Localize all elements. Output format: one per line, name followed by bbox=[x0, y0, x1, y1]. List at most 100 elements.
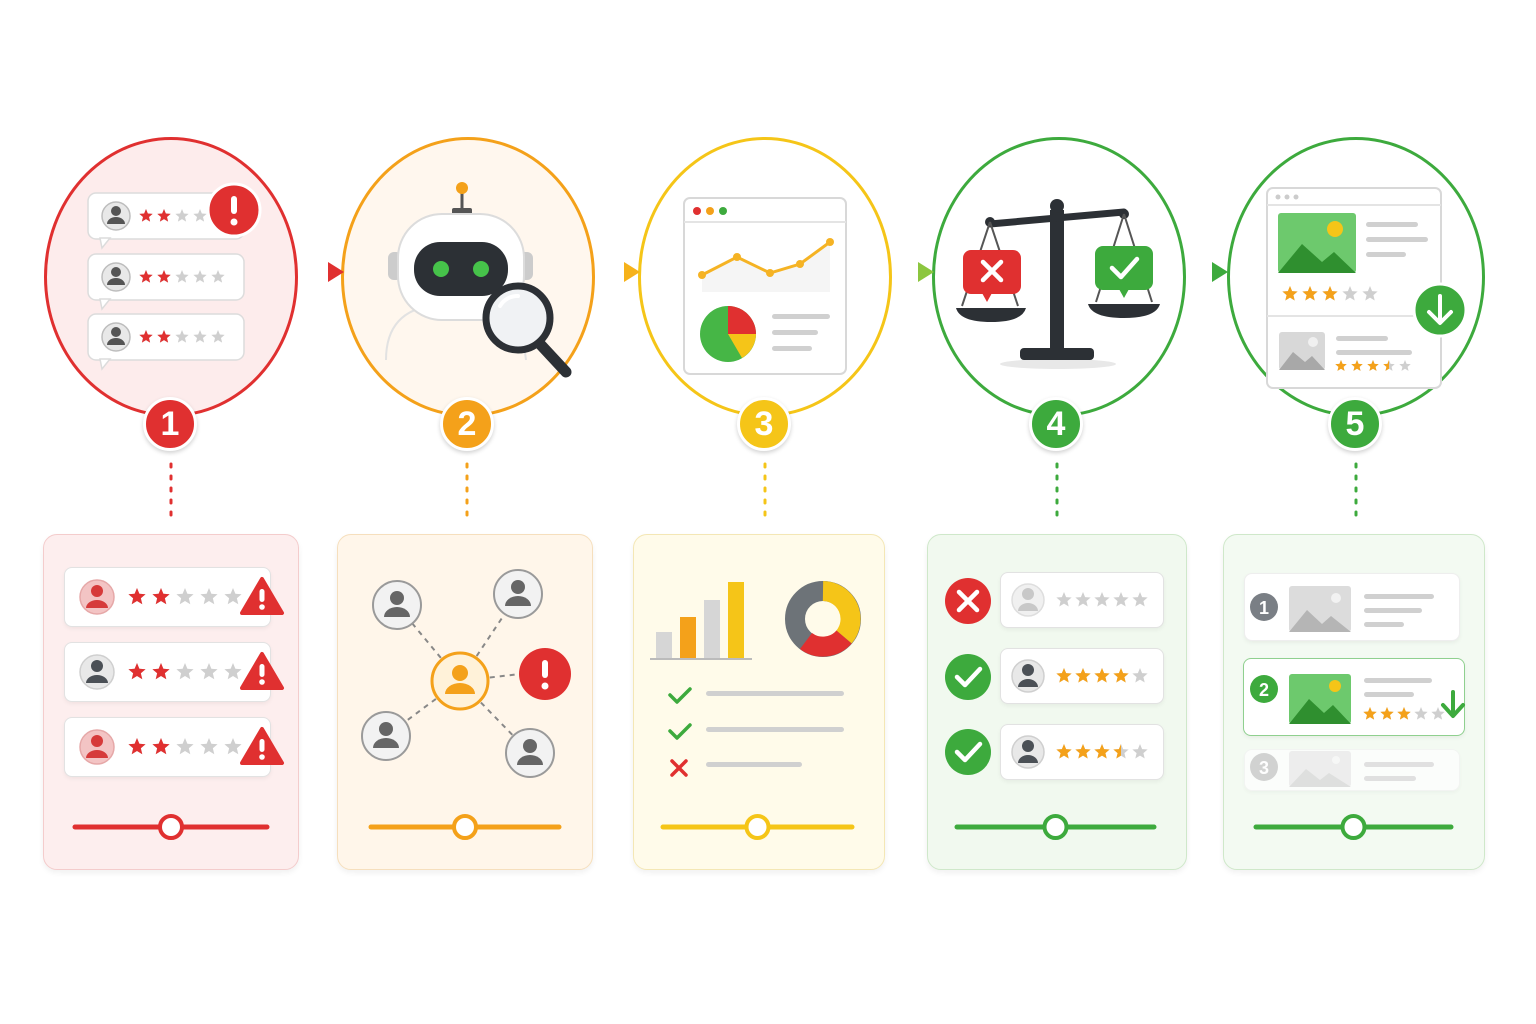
panel5-content: 1 2 bbox=[1250, 586, 1465, 787]
star-filled bbox=[1056, 744, 1072, 759]
star-filled bbox=[1351, 360, 1363, 371]
cross-icon bbox=[670, 759, 688, 777]
slider-thumb[interactable] bbox=[744, 814, 771, 840]
star-empty bbox=[1094, 592, 1110, 607]
donut-chart-icon bbox=[785, 581, 861, 657]
star-empty bbox=[1113, 592, 1129, 607]
ranked-listing-window bbox=[1266, 187, 1468, 389]
arrow-1-2 bbox=[298, 262, 344, 282]
star-filled bbox=[152, 738, 170, 755]
star-filled bbox=[1094, 668, 1110, 683]
star-filled bbox=[157, 209, 171, 222]
star-filled bbox=[1383, 360, 1389, 371]
image-icon bbox=[1289, 751, 1351, 787]
bar-chart-icon bbox=[650, 582, 752, 660]
star-filled bbox=[1363, 707, 1377, 720]
image-icon bbox=[1279, 332, 1325, 370]
rank-badge-2: 2 bbox=[1250, 675, 1278, 703]
panel5-rank-card bbox=[1244, 749, 1460, 791]
user-icon bbox=[361, 711, 411, 761]
user-icon bbox=[101, 262, 131, 292]
star-empty bbox=[175, 330, 189, 343]
star-empty bbox=[1132, 668, 1148, 683]
check-icon bbox=[668, 687, 692, 704]
star-filled bbox=[1094, 744, 1110, 759]
slider-thumb[interactable] bbox=[158, 814, 184, 840]
step-2-badge: 2 bbox=[440, 397, 494, 451]
image-icon bbox=[1289, 586, 1351, 632]
step-1-badge: 1 bbox=[143, 397, 197, 451]
star-filled bbox=[157, 270, 171, 283]
star-filled bbox=[1322, 286, 1338, 301]
panel-sliders bbox=[72, 814, 1454, 840]
star-filled bbox=[139, 270, 153, 283]
panel5-rank-card bbox=[1244, 573, 1460, 641]
user-icon bbox=[101, 201, 131, 231]
alert-icon bbox=[519, 648, 571, 700]
star-filled bbox=[1113, 668, 1129, 683]
dotted-connectors bbox=[169, 462, 1358, 526]
star-empty bbox=[1075, 592, 1091, 607]
star-filled bbox=[128, 738, 146, 755]
image-icon bbox=[1289, 674, 1351, 724]
star-filled bbox=[1335, 360, 1347, 371]
slider-thumb[interactable] bbox=[452, 814, 478, 840]
star-empty bbox=[176, 738, 194, 755]
star-empty bbox=[1132, 744, 1148, 759]
user-icon bbox=[79, 729, 115, 765]
step-5-badge: 5 bbox=[1328, 397, 1382, 451]
star-empty bbox=[1362, 286, 1378, 301]
pie-chart-icon bbox=[700, 306, 756, 362]
circle5-star-ratings bbox=[1282, 286, 1411, 371]
user-icon bbox=[1011, 583, 1045, 617]
star-filled bbox=[1282, 286, 1298, 301]
star-filled bbox=[152, 663, 170, 680]
image-icon bbox=[1278, 213, 1356, 273]
slider-thumb[interactable] bbox=[1042, 814, 1069, 840]
panel5-star-rating bbox=[1363, 707, 1445, 720]
star-filled bbox=[1397, 707, 1411, 720]
user-icon bbox=[372, 580, 422, 630]
star-empty bbox=[224, 588, 242, 605]
panel1-star-ratings bbox=[128, 588, 242, 755]
star-empty bbox=[193, 209, 207, 222]
slider-thumb[interactable] bbox=[1340, 814, 1367, 840]
star-empty bbox=[176, 663, 194, 680]
circle1-star-ratings bbox=[139, 209, 225, 343]
warning-icon bbox=[240, 727, 284, 765]
check-icon bbox=[945, 654, 991, 700]
panel2-network bbox=[361, 569, 571, 778]
rank-number: 3 bbox=[1259, 758, 1269, 778]
alert-icon bbox=[206, 182, 262, 238]
star-empty bbox=[211, 330, 225, 343]
star-empty bbox=[1056, 592, 1072, 607]
arrow-4-5 bbox=[1186, 262, 1228, 282]
check-icon bbox=[945, 729, 991, 775]
step-4-badge: 4 bbox=[1029, 397, 1083, 451]
star-empty bbox=[200, 663, 218, 680]
star-empty bbox=[1431, 707, 1445, 720]
arrow-2-3 bbox=[595, 262, 640, 282]
star-empty bbox=[224, 663, 242, 680]
user-icon bbox=[493, 569, 543, 619]
rank-badge-1: 1 bbox=[1250, 593, 1278, 621]
circle1-review-list bbox=[87, 182, 262, 371]
cross-icon bbox=[945, 578, 991, 624]
star-empty bbox=[1342, 286, 1358, 301]
star-empty bbox=[200, 588, 218, 605]
download-arrow-icon bbox=[1412, 282, 1468, 338]
star-filled bbox=[128, 663, 146, 680]
panel4-star-ratings bbox=[1056, 592, 1148, 759]
star-empty bbox=[193, 330, 207, 343]
check-icon bbox=[1095, 246, 1153, 298]
star-empty bbox=[1399, 360, 1411, 371]
user-icon bbox=[79, 579, 115, 615]
star-empty bbox=[1132, 592, 1148, 607]
rank-number: 1 bbox=[1259, 598, 1269, 618]
star-empty bbox=[200, 738, 218, 755]
star-empty bbox=[1414, 707, 1428, 720]
panel1-content bbox=[79, 577, 284, 765]
star-filled bbox=[1056, 668, 1072, 683]
